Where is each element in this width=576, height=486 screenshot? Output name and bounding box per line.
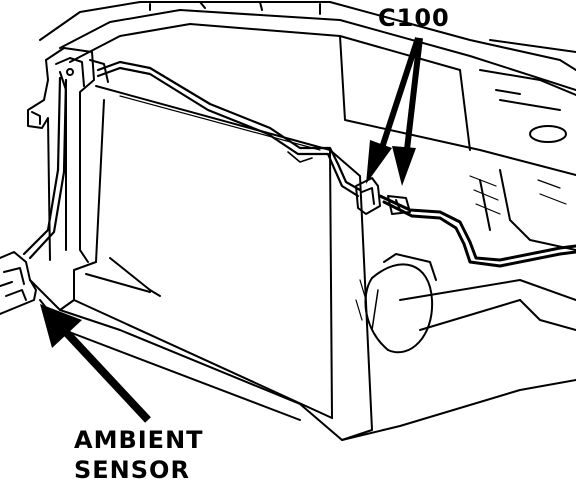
round-component: [364, 253, 437, 354]
ambient-sensor-label-line2: SENSOR: [74, 456, 190, 484]
c100-label: C100: [378, 4, 450, 32]
ambient-sensor: [0, 251, 37, 315]
c100-arrow-left: [366, 37, 421, 184]
wiring-harness: [22, 60, 576, 268]
lower-support: [29, 169, 576, 441]
ambient-sensor-arrow: [40, 304, 151, 423]
radiator-support-upper: [39, 1, 576, 176]
callout-arrows: [40, 37, 423, 423]
connector-c100: [355, 177, 411, 215]
c100-arrow-right: [392, 37, 423, 186]
left-support-bracket: [27, 47, 109, 263]
ambient-sensor-label-line1: AMBIENT: [74, 426, 204, 454]
shading-hatch: [355, 175, 567, 321]
